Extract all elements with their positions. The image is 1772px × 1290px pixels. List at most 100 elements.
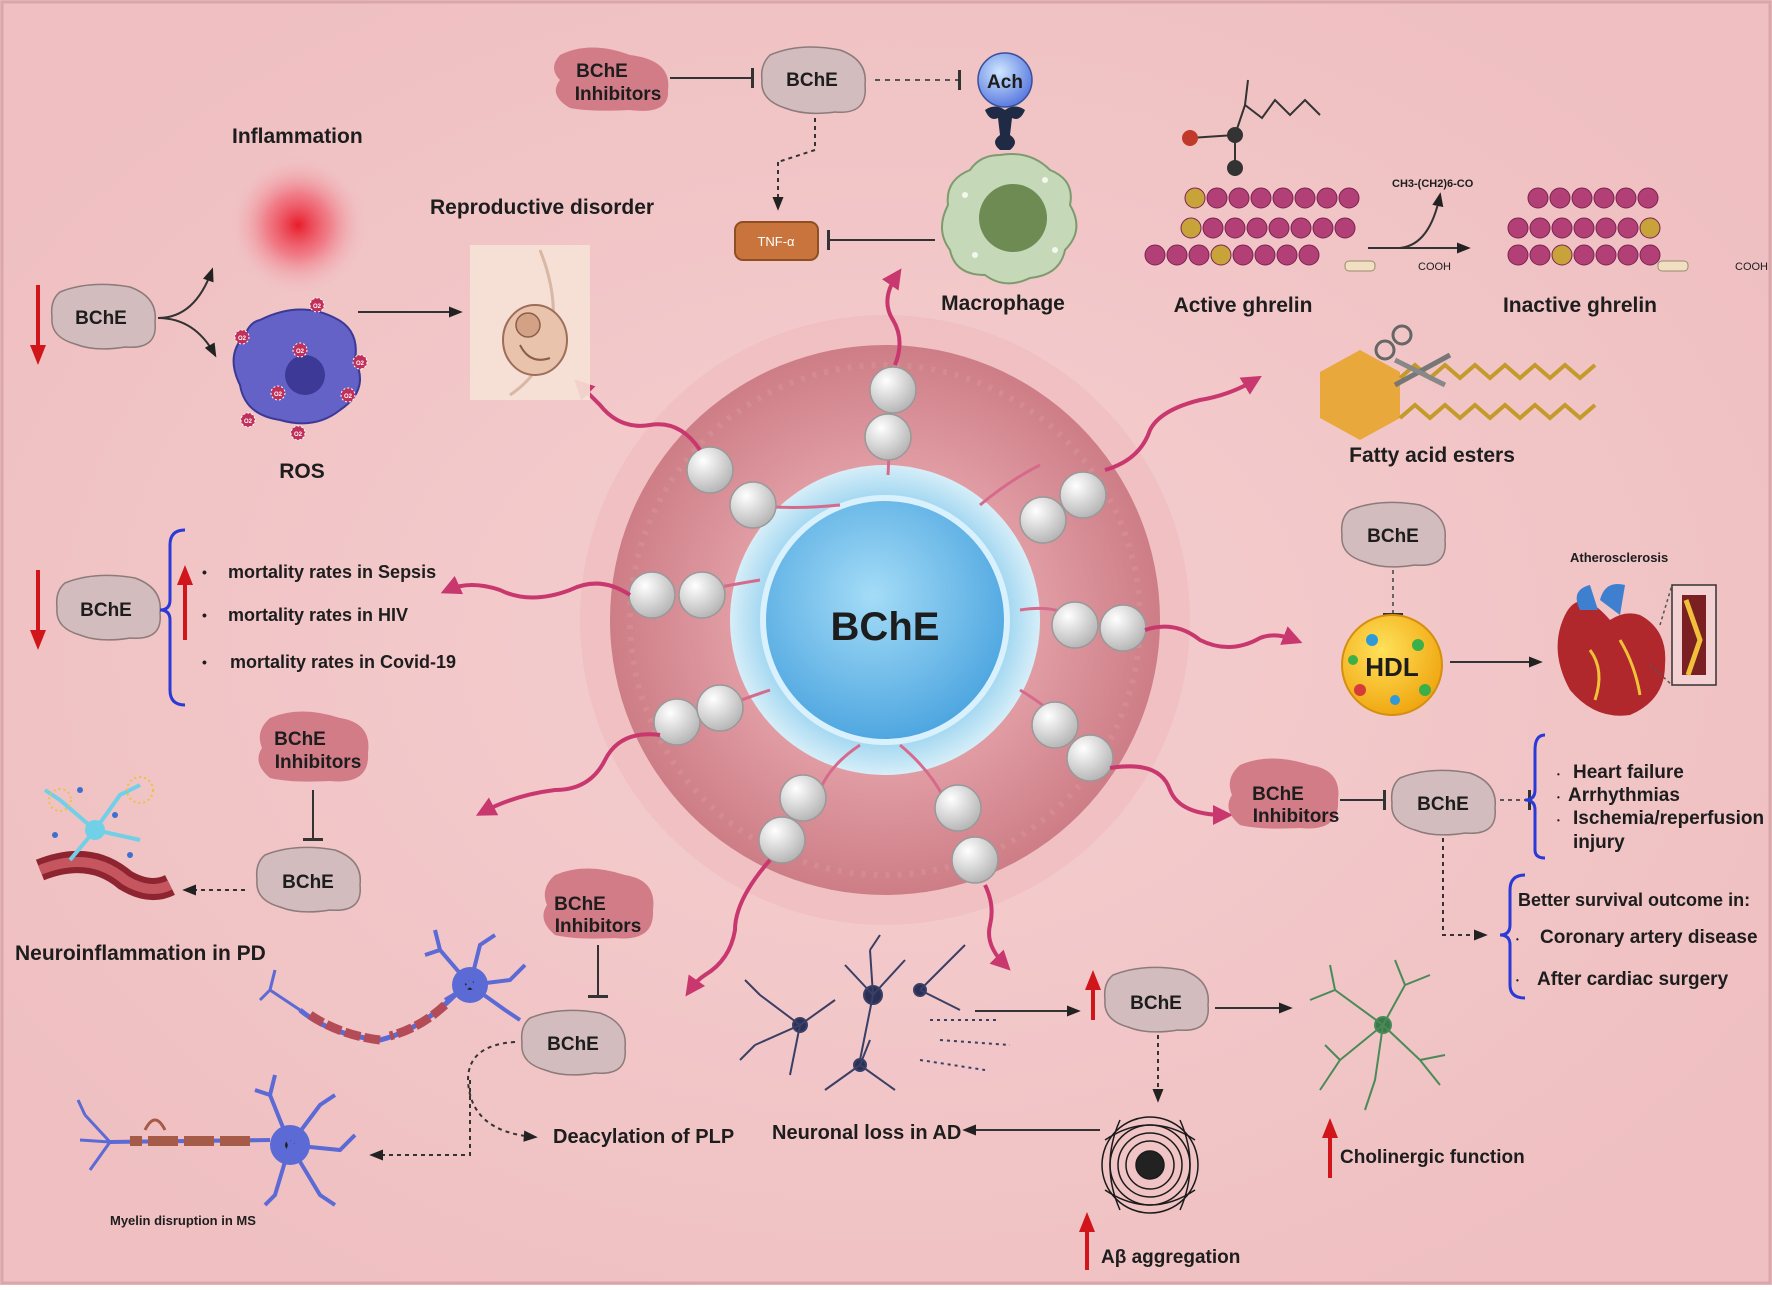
pd-inhibitor: BChE Inhibitors xyxy=(258,711,369,782)
ms-bche-blob: BChE xyxy=(520,1009,627,1076)
plp-label: Deacylation of PLP xyxy=(553,1126,734,1148)
ms-inhibitor: BChE Inhibitors xyxy=(543,868,654,939)
arrow-to-ms xyxy=(685,858,772,997)
ach-molecule: Ach xyxy=(977,52,1033,150)
svg-text:•: • xyxy=(1557,793,1560,802)
cardio-dashed-arrow xyxy=(1442,838,1488,941)
svg-text:O2: O2 xyxy=(274,392,283,398)
cardio-bracket-2 xyxy=(1499,873,1526,1000)
heart-icon xyxy=(1557,584,1666,716)
fatty-acid-label: Fatty acid esters xyxy=(1349,444,1515,467)
inactive-ghrelin-label: Inactive ghrelin xyxy=(1503,294,1657,317)
ms-section: BChE Inhibitors BChE Deacylation of PLP xyxy=(76,868,734,1228)
svg-text:O2: O2 xyxy=(296,349,305,355)
svg-text:•: • xyxy=(1557,816,1560,825)
mortality-item-0: mortality rates in Sepsis xyxy=(228,562,436,582)
svg-text:•: • xyxy=(202,564,207,580)
cardio-effect-0: Heart failure xyxy=(1573,762,1684,783)
mortality-item-2: mortality rates in Covid-19 xyxy=(230,652,456,672)
blue-core xyxy=(760,495,1010,745)
ad-bche-label: BChE xyxy=(1130,993,1182,1014)
mortality-bche-label: BChE xyxy=(80,600,132,621)
cardio-inhibitor-label-1: BChE xyxy=(1252,784,1304,805)
fatty-acid-section: Fatty acid esters xyxy=(1320,324,1597,467)
pregnancy-icon xyxy=(470,245,590,400)
survival-item-0: Coronary artery disease xyxy=(1540,927,1758,948)
inactive-ghrelin-chain xyxy=(1507,187,1661,266)
inflammation-bche-label: BChE xyxy=(75,308,127,329)
atherosclerosis-label: Atherosclerosis xyxy=(1570,550,1668,565)
pd-section: BChE Inhibitors BChE Neuroinflammation i… xyxy=(15,711,369,965)
top-bche-blob: BChE xyxy=(760,46,867,115)
svg-text:O2: O2 xyxy=(356,361,365,367)
abeta-label: Aβ aggregation xyxy=(1101,1247,1240,1268)
cardio-section: BChE Inhibitors BChE • Heart failure • A… xyxy=(1228,733,1764,1000)
ms-bche-label: BChE xyxy=(547,1034,599,1055)
svg-text:•: • xyxy=(202,654,207,670)
ms-dashed-to-myelin xyxy=(369,1080,471,1161)
cardio-bche-label: BChE xyxy=(1417,794,1469,815)
pd-inhibitor-label-2: Inhibitors xyxy=(275,752,362,773)
cardio-inhibitor: BChE Inhibitors xyxy=(1228,758,1339,829)
svg-text:O2: O2 xyxy=(244,419,253,425)
scissors-icon xyxy=(1374,324,1452,388)
active-cooh-label: COOH xyxy=(1418,261,1451,273)
pd-bche-label: BChE xyxy=(282,872,334,893)
ghrelin-formula: CH3-(CH2)6-CO xyxy=(1392,178,1474,190)
svg-text:O2: O2 xyxy=(313,304,322,310)
svg-text:O2: O2 xyxy=(238,336,247,342)
cardio-effect-3: injury xyxy=(1573,832,1625,853)
artery-inset xyxy=(1649,584,1717,686)
ms-inhibitor-label-1: BChE xyxy=(554,894,606,915)
cardio-effect-2: Ischemia/reperfusion xyxy=(1573,808,1764,829)
active-ghrelin-chain xyxy=(1144,187,1689,272)
myelin-label: Myelin disruption in MS xyxy=(110,1213,256,1228)
myelinated-neuron-bottom xyxy=(76,1074,357,1207)
top-inhibitor-label-1: BChE xyxy=(576,61,628,82)
tnf-box: TNF-α xyxy=(734,221,819,261)
myelinated-neuron-top xyxy=(258,929,527,1045)
ach-label: Ach xyxy=(987,72,1023,93)
arrow-to-ad xyxy=(983,884,1011,971)
svg-text:•: • xyxy=(1516,935,1519,944)
inflammation-label: Inflammation xyxy=(232,125,363,148)
hdl-section: BChE HDL Atherosclerosis xyxy=(1340,501,1717,716)
abeta-plaque xyxy=(1101,1116,1199,1214)
bche-to-ros-arrow xyxy=(157,317,217,358)
hdl-bche-label: BChE xyxy=(1367,526,1419,547)
central-bche-structure: BChE xyxy=(580,315,1190,925)
neuroinflammation-icon xyxy=(35,776,175,900)
arrow-to-top xyxy=(881,268,902,366)
pd-label: Neuroinflammation in PD xyxy=(15,942,266,965)
arrow-to-pd xyxy=(475,732,661,816)
svg-text:O2: O2 xyxy=(294,432,303,438)
svg-text:O2: O2 xyxy=(344,394,353,400)
inflammation-bche-blob: BChE xyxy=(50,283,157,350)
svg-text:•: • xyxy=(1557,770,1560,779)
cholinergic-neuron xyxy=(1309,959,1446,1111)
pd-inhibitor-label-1: BChE xyxy=(274,729,326,750)
ghrelin-release-arrow xyxy=(1399,192,1444,249)
pd-bche-blob: BChE xyxy=(255,846,362,913)
active-ghrelin-label: Active ghrelin xyxy=(1174,294,1313,317)
mortality-section: BChE • mortality rates in Sepsis • morta… xyxy=(30,528,456,707)
ad-bche-blob: BChE xyxy=(1103,966,1210,1033)
survival-title: Better survival outcome in: xyxy=(1518,890,1750,910)
tnf-label: TNF-α xyxy=(757,234,795,249)
arrow-to-hdl xyxy=(1144,624,1303,650)
arrow-to-fatty-acid xyxy=(1104,375,1262,472)
cardio-effects-list: • Heart failure • Arrhythmias • Ischemia… xyxy=(1557,762,1764,853)
top-dashed-diag xyxy=(777,149,816,163)
hdl-bche-blob: BChE xyxy=(1340,501,1447,568)
mortality-bche-blob: BChE xyxy=(55,574,162,641)
ms-dashed-to-plp xyxy=(466,1041,538,1142)
cholinergic-label: Cholinergic function xyxy=(1340,1147,1525,1168)
cardio-bracket-1 xyxy=(1524,733,1546,860)
svg-text:•: • xyxy=(1516,976,1519,985)
neuronal-loss-label: Neuronal loss in AD xyxy=(772,1122,961,1144)
